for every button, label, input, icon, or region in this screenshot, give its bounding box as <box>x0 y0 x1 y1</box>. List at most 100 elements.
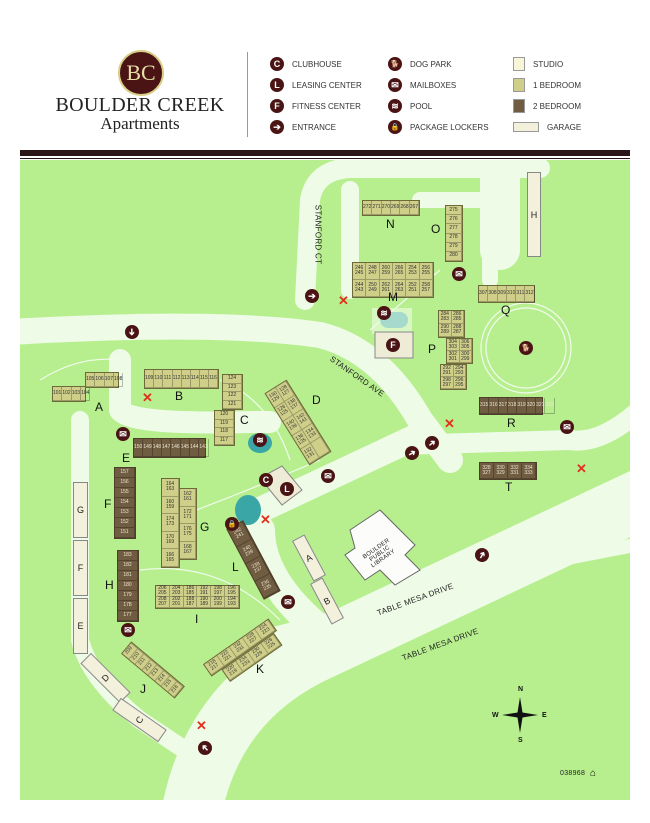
garage-e[interactable]: E <box>73 598 88 654</box>
unit[interactable]: 106 <box>95 373 105 387</box>
unit[interactable]: 112 <box>172 370 182 388</box>
unit[interactable]: 200 199 <box>211 597 226 608</box>
unit[interactable]: 264 263 <box>392 280 407 297</box>
unit[interactable]: 124 <box>223 375 242 384</box>
unit[interactable]: 152 <box>115 518 135 528</box>
unit[interactable]: 279 <box>446 242 462 252</box>
unit[interactable]: 270 <box>381 201 392 215</box>
unit[interactable]: 154 <box>115 498 135 508</box>
unit[interactable]: 144 <box>190 439 200 457</box>
unit[interactable]: 143 <box>199 439 209 457</box>
garage-h[interactable]: H <box>527 172 541 257</box>
unit[interactable]: 304 303 <box>447 339 460 351</box>
unit[interactable]: 250 249 <box>366 280 380 297</box>
unit[interactable]: 162 161 <box>180 489 196 507</box>
unit[interactable]: 160 159 <box>162 496 179 515</box>
unit[interactable]: 151 <box>115 528 135 538</box>
unit[interactable]: 292 291 <box>441 365 454 377</box>
unit[interactable]: 155 <box>115 488 135 498</box>
leasing-center-icon[interactable]: L <box>280 482 294 496</box>
unit[interactable]: 321 <box>536 398 546 414</box>
unit[interactable]: 105 <box>86 373 96 387</box>
unit[interactable]: 118 <box>215 428 234 437</box>
garage-g[interactable]: G <box>73 482 88 538</box>
pool-icon[interactable]: ≋ <box>253 433 267 447</box>
unit[interactable]: 120 <box>215 411 234 420</box>
unit[interactable]: 196 195 <box>225 586 239 597</box>
unit[interactable]: 186 185 <box>183 586 198 597</box>
fitness-center-icon[interactable]: F <box>386 338 400 352</box>
unit[interactable]: 147 <box>162 439 172 457</box>
unit[interactable]: 170 169 <box>162 531 179 550</box>
unit[interactable]: 181 <box>118 571 138 581</box>
unit[interactable]: 298 297 <box>441 377 454 389</box>
pool-icon[interactable]: ≋ <box>377 306 391 320</box>
unit[interactable]: 204 203 <box>169 586 184 597</box>
unit[interactable]: 174 173 <box>162 514 179 532</box>
unit[interactable]: 300 299 <box>459 351 472 363</box>
unit[interactable]: 334 333 <box>522 463 536 479</box>
unit[interactable]: 266 265 <box>392 263 407 280</box>
unit[interactable]: 121 <box>223 400 242 409</box>
mailbox-icon[interactable]: ✉ <box>121 623 135 637</box>
unit[interactable]: 278 <box>446 233 462 243</box>
unit[interactable]: 248 247 <box>366 263 380 280</box>
unit[interactable]: 320 <box>526 398 537 414</box>
unit[interactable]: 319 <box>517 398 527 414</box>
mailbox-icon[interactable]: ✉ <box>116 427 130 441</box>
unit[interactable]: 123 <box>223 383 242 392</box>
unit[interactable]: 328 327 <box>480 463 494 479</box>
unit[interactable]: 116 <box>208 370 218 388</box>
unit[interactable]: 202 201 <box>169 597 184 608</box>
unit[interactable]: 198 197 <box>211 586 226 597</box>
unit[interactable]: 308 <box>488 286 498 302</box>
unit[interactable]: 192 191 <box>197 586 212 597</box>
unit[interactable]: 190 189 <box>197 597 212 608</box>
unit[interactable]: 286 285 <box>451 311 464 324</box>
unit[interactable]: 117 <box>215 436 234 445</box>
unit[interactable]: 114 <box>190 370 200 388</box>
unit[interactable]: 111 <box>163 370 173 388</box>
unit[interactable]: 317 <box>498 398 509 414</box>
unit[interactable]: 145 <box>180 439 191 457</box>
unit[interactable]: 296 295 <box>453 377 466 389</box>
unit[interactable]: 153 <box>115 508 135 518</box>
unit[interactable]: 290 289 <box>439 324 452 337</box>
unit[interactable]: 277 <box>446 224 462 234</box>
unit[interactable]: 164 163 <box>162 479 179 497</box>
unit[interactable]: 252 251 <box>406 280 420 297</box>
unit[interactable]: 168 167 <box>180 541 196 559</box>
unit[interactable]: 312 <box>525 286 535 302</box>
unit[interactable]: 166 165 <box>162 549 179 567</box>
entrance-icon[interactable]: ➔ <box>305 289 319 303</box>
unit[interactable]: 258 257 <box>419 280 433 297</box>
unit[interactable]: 149 <box>143 439 153 457</box>
unit[interactable]: 194 193 <box>225 597 239 608</box>
unit[interactable]: 330 329 <box>494 463 508 479</box>
unit[interactable]: 302 301 <box>447 351 460 363</box>
mailbox-icon[interactable]: ✉ <box>321 469 335 483</box>
unit[interactable]: 272 <box>363 201 373 215</box>
unit[interactable]: 146 <box>171 439 181 457</box>
unit[interactable]: 268 <box>400 201 410 215</box>
entrance-icon[interactable]: ➔ <box>125 325 139 339</box>
unit[interactable]: 206 205 <box>156 586 170 597</box>
unit[interactable]: 256 255 <box>419 263 433 280</box>
unit[interactable]: 267 <box>409 201 420 215</box>
unit[interactable]: 101 <box>53 387 63 401</box>
unit[interactable]: 113 <box>181 370 191 388</box>
